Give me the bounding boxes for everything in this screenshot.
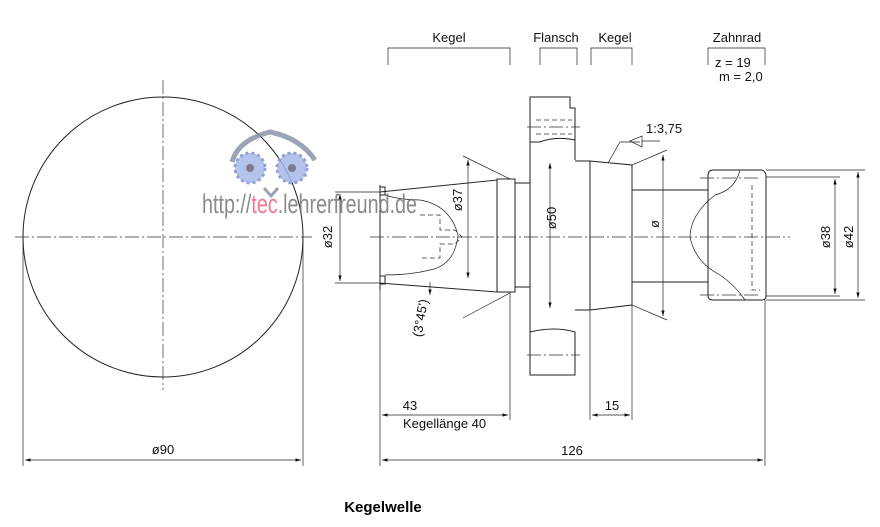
dim-d38: ø38 — [818, 226, 833, 248]
shaft-dimensions: ø32 ø37 (3°45') ø50 ø 1:3,75 ø38 ø42 43 … — [320, 121, 865, 466]
shaft-view — [370, 96, 790, 376]
dim-d37: ø37 — [450, 189, 465, 211]
dim-d50: ø50 — [544, 207, 559, 229]
drawing-title: Kegelwelle — [344, 499, 422, 516]
dim-len126: 126 — [561, 443, 583, 458]
watermark-suffix: .lehrerfreund.de — [278, 189, 417, 219]
section-headers: Kegel Flansch Kegel Zahnrad z = 19 m = 2… — [387, 30, 766, 84]
dim-d32: ø32 — [320, 226, 335, 248]
header-zahnrad: Zahnrad — [713, 30, 761, 45]
dim-len15: 15 — [605, 398, 619, 413]
zahnrad-z: z = 19 — [715, 55, 751, 70]
svg-text:http://tec.lehrerfreund.de: http://tec.lehrerfreund.de — [202, 189, 417, 219]
side-view: ø90 — [15, 80, 312, 466]
dim-taper: 1:3,75 — [646, 121, 682, 136]
dim-d42: ø42 — [841, 226, 856, 248]
dim-kegellaenge: Kegellänge 40 — [403, 416, 486, 431]
dim-d90: ø90 — [152, 442, 174, 457]
zahnrad-m: m = 2,0 — [719, 69, 763, 84]
watermark-logo: http://tec.lehrerfreund.de — [202, 129, 417, 219]
header-kegel-right: Kegel — [598, 30, 631, 45]
dim-len43: 43 — [403, 398, 417, 413]
watermark-prefix: http:// — [202, 189, 252, 219]
dim-d-cone: ø — [647, 220, 662, 228]
dim-angle: (3°45') — [410, 298, 431, 338]
header-kegel-left: Kegel — [432, 30, 465, 45]
header-flansch: Flansch — [533, 30, 579, 45]
watermark-accent: tec — [251, 189, 277, 219]
